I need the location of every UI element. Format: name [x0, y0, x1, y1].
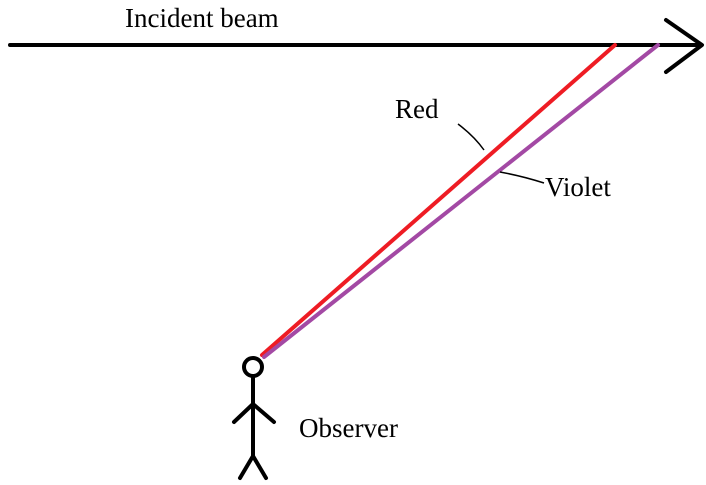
- incident-beam-arrowhead: [664, 18, 704, 74]
- red-ray-label: Red: [395, 94, 439, 124]
- red-ray: [260, 43, 617, 357]
- violet-ray: [262, 43, 660, 359]
- observer-head: [242, 356, 264, 378]
- red-label-leader: [457, 123, 485, 151]
- observer-legs: [238, 454, 268, 480]
- incident-beam-label: Incident beam: [125, 3, 279, 33]
- violet-ray-label: Violet: [545, 172, 611, 202]
- observer-figure: [232, 356, 276, 480]
- violet-label-leader: [499, 171, 545, 184]
- observer-label: Observer: [299, 413, 398, 443]
- incident-beam: [8, 18, 704, 74]
- observer-arms: [232, 402, 276, 424]
